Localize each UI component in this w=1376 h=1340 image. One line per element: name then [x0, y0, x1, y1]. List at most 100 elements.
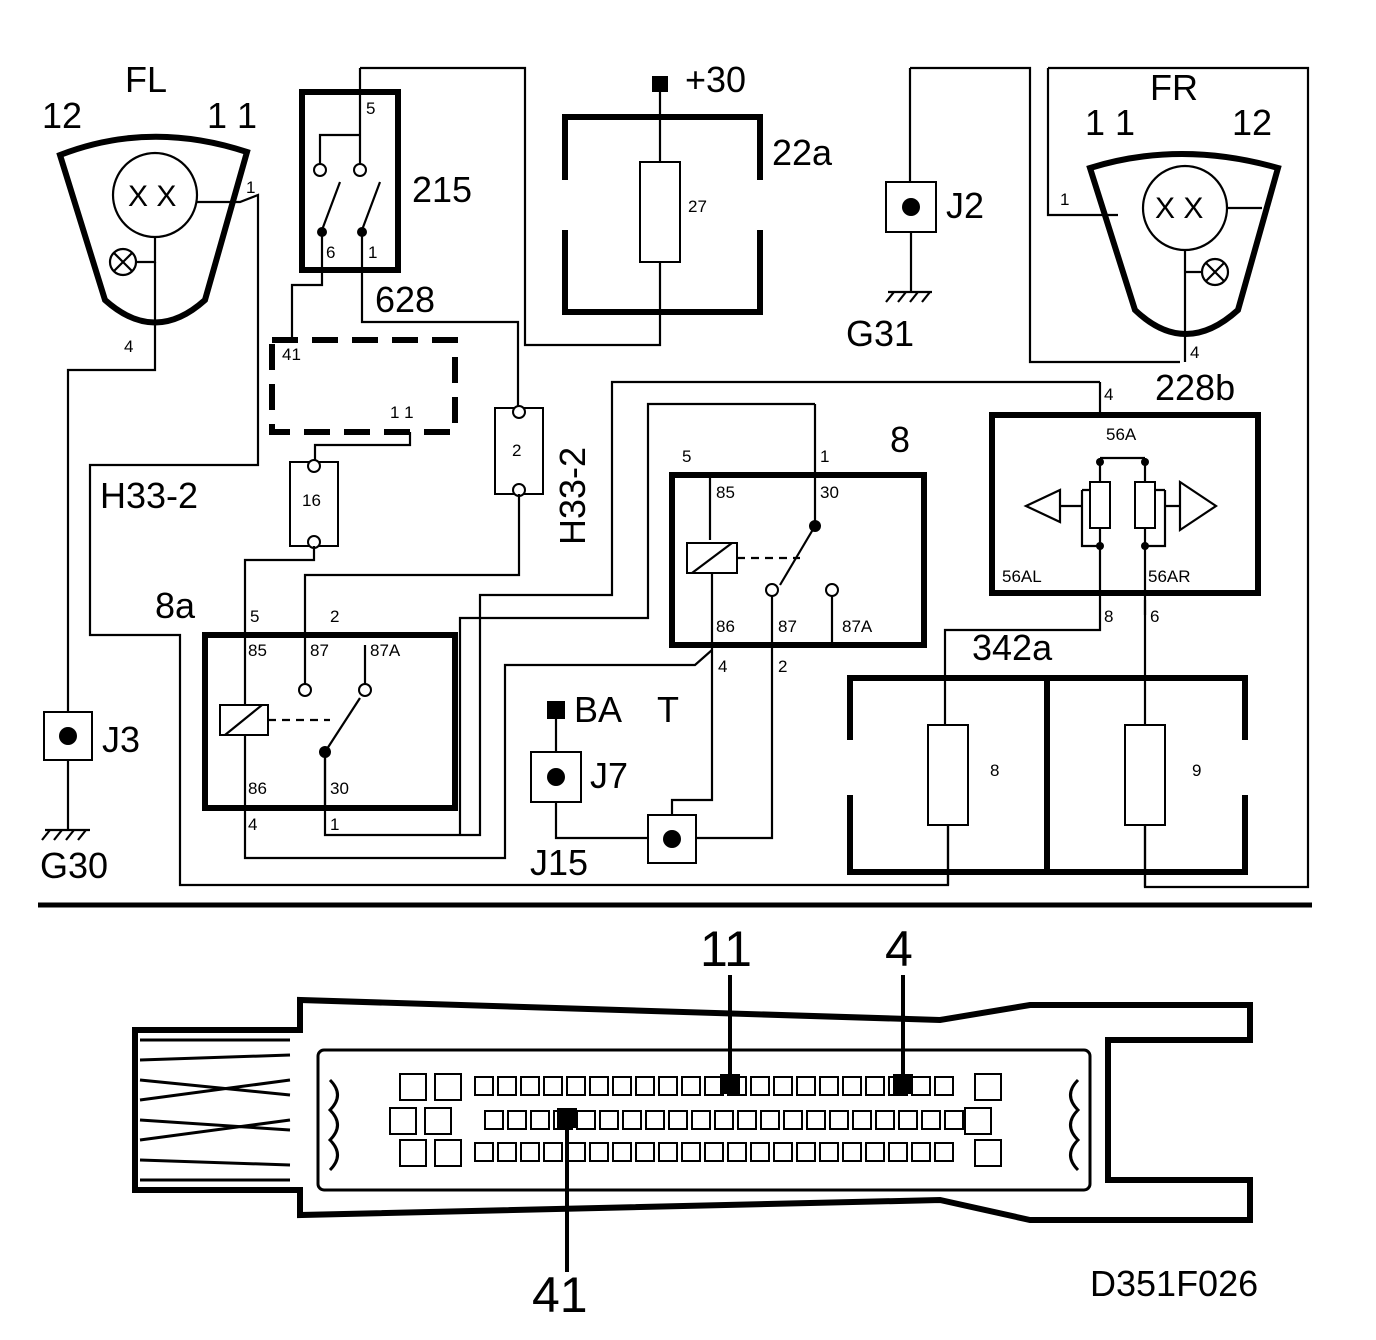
pin: [474, 1076, 494, 1096]
pin: [934, 1076, 954, 1096]
pin: [852, 1110, 872, 1130]
r8-30-label: 30: [820, 483, 839, 502]
conn2-label: 2: [512, 441, 521, 460]
c228b-56a-label: 56A: [1106, 425, 1137, 444]
r8a-label: 8a: [155, 585, 196, 626]
pin: [737, 1110, 757, 1130]
c228b-56al-label: 56AL: [1002, 567, 1042, 586]
ba-label: BA: [574, 689, 622, 730]
fuse-box-22a: +30 22a 27: [562, 59, 833, 315]
drawing-id: D351F026: [1090, 1263, 1258, 1304]
r8-pin2-label: 2: [778, 657, 787, 676]
pin41-label: 41: [532, 1267, 588, 1323]
pin11-label: 11: [700, 921, 752, 977]
r8-87a-label: 87A: [842, 617, 873, 636]
c228b-pin4-label: 4: [1104, 385, 1113, 404]
pin-large: [399, 1073, 427, 1101]
c228b-56ar-label: 56AR: [1148, 567, 1191, 586]
r8-86-label: 86: [716, 617, 735, 636]
headlamp-fl: FL 12 1 1 X X 1 4: [42, 59, 950, 887]
pin: [589, 1076, 609, 1096]
j7-label: J7: [590, 755, 628, 796]
j2-label: J2: [946, 185, 984, 226]
r8-pin5-label: 5: [682, 447, 691, 466]
pin: [589, 1142, 609, 1162]
r8a-pin1-label: 1: [330, 815, 339, 834]
relay-8a: 8a 5 2 85 87 87A 86 30 4 1: [155, 585, 713, 860]
pin: [750, 1142, 770, 1162]
r8-pin1-label: 1: [820, 447, 829, 466]
g31-label: G31: [846, 313, 914, 354]
pin: [842, 1076, 862, 1096]
ecu-connector: 11 4 41: [132, 921, 1253, 1323]
headlamp-fr: FR 1 1 12 X X 1 4: [1046, 66, 1310, 889]
r8a-86-label: 86: [248, 779, 267, 798]
pin-large: [434, 1139, 462, 1167]
fl-label: FL: [125, 59, 167, 100]
fr-label: FR: [1150, 67, 1198, 108]
f22a-label: 22a: [772, 132, 833, 173]
r8-87-label: 87: [778, 617, 797, 636]
f9-label: 9: [1192, 761, 1201, 780]
pin: [566, 1076, 586, 1096]
f342a-label: 342a: [972, 627, 1053, 668]
pin: [497, 1142, 517, 1162]
pin: [635, 1076, 655, 1096]
j15-label: J15: [530, 842, 588, 883]
r8a-pin2-label: 2: [330, 607, 339, 626]
r8-label: 8: [890, 419, 910, 460]
pin: [888, 1142, 908, 1162]
sw215-label: 215: [412, 169, 472, 210]
relay-8: 8 5 1 85 30 86 87 87A 4 2: [458, 402, 927, 840]
pin-large: [399, 1139, 427, 1167]
pin4-label: 4: [885, 921, 913, 977]
fr-pin1-label: 1: [1060, 190, 1069, 209]
pin: [668, 1110, 688, 1130]
fuse-box-342a: 342a 8 9: [847, 627, 1248, 887]
pin: [819, 1076, 839, 1096]
pin: [875, 1110, 895, 1130]
pin: [612, 1142, 632, 1162]
pin-large: [974, 1139, 1002, 1167]
pin: [727, 1142, 747, 1162]
pin: [714, 1110, 734, 1130]
fl-pin4-label: 4: [124, 337, 133, 356]
ground-j3: J3 G30: [40, 711, 140, 886]
ground-j7-j15: BA T J7 J15: [530, 689, 697, 883]
pin-large: [964, 1107, 992, 1135]
pin-large: [434, 1073, 462, 1101]
pin: [520, 1142, 540, 1162]
pin: [944, 1110, 964, 1130]
pin: [543, 1142, 563, 1162]
fl-pin1-label: 1: [246, 178, 255, 197]
c628-label: 628: [375, 279, 435, 320]
c628-pin11-label: 1 1: [390, 403, 414, 422]
r8a-pin4-label: 4: [248, 815, 257, 834]
pin: [484, 1110, 504, 1130]
pin: [865, 1076, 885, 1096]
pin: [635, 1142, 655, 1162]
connector-628: 628 41 1 1: [269, 279, 458, 462]
pin: [773, 1142, 793, 1162]
pin: [645, 1110, 665, 1130]
pin: [898, 1110, 918, 1130]
pin-large: [389, 1107, 417, 1135]
r8a-30-label: 30: [330, 779, 349, 798]
h33-left-label: H33-2: [100, 475, 198, 516]
connector-228b: 4 228b 56A 56AL 56AR 8 6: [323, 367, 1261, 837]
t-label: T: [657, 689, 679, 730]
ground-j2: J2 G31: [846, 66, 1180, 364]
pin: [750, 1076, 770, 1096]
c228b-pin8-label: 8: [1104, 607, 1113, 626]
pin: [796, 1076, 816, 1096]
pin: [658, 1076, 678, 1096]
pin: [520, 1076, 540, 1096]
r8a-87a-label: 87A: [370, 641, 401, 660]
f8-label: 8: [990, 761, 999, 780]
c628-pin41-label: 41: [282, 345, 301, 364]
pin: [911, 1076, 931, 1096]
pin: [865, 1142, 885, 1162]
pin: [474, 1142, 494, 1162]
h33-connectors: H33-2 16 2 H33-2: [100, 405, 593, 635]
pin: [681, 1142, 701, 1162]
